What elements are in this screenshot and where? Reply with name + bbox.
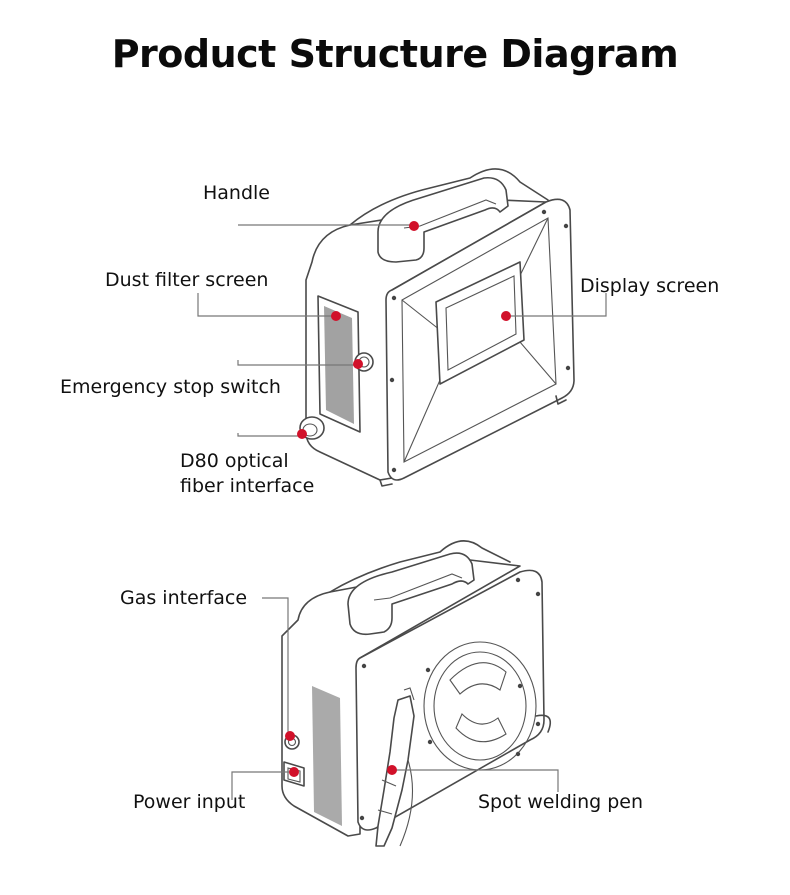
- page-title: Product Structure Diagram: [111, 32, 679, 76]
- label-emergency-stop: Emergency stop switch: [60, 376, 281, 398]
- device-rear-view: [281, 540, 552, 847]
- label-handle: Handle: [203, 182, 270, 204]
- display-screen-shape: [435, 261, 525, 385]
- device-front-view: [299, 168, 575, 487]
- marker-gas: [285, 731, 295, 741]
- rear-handle-shape: [347, 552, 475, 636]
- label-power: Power input: [133, 791, 245, 813]
- marker-d80-interface: [297, 429, 307, 439]
- marker-spot-pen: [387, 765, 397, 775]
- handle-shape: [377, 176, 509, 263]
- label-dust-filter: Dust filter screen: [105, 269, 268, 291]
- label-display: Display screen: [580, 275, 719, 297]
- marker-emergency-stop: [353, 359, 363, 369]
- marker-handle: [409, 221, 419, 231]
- marker-power: [289, 767, 299, 777]
- marker-display: [501, 311, 511, 321]
- label-gas: Gas interface: [120, 587, 247, 609]
- marker-dust-filter: [331, 311, 341, 321]
- label-d80-line2: fiber interface: [180, 475, 314, 497]
- rear-vent-grate: [312, 686, 342, 826]
- label-d80-line1: D80 optical: [180, 450, 289, 472]
- label-spot-pen: Spot welding pen: [478, 791, 643, 813]
